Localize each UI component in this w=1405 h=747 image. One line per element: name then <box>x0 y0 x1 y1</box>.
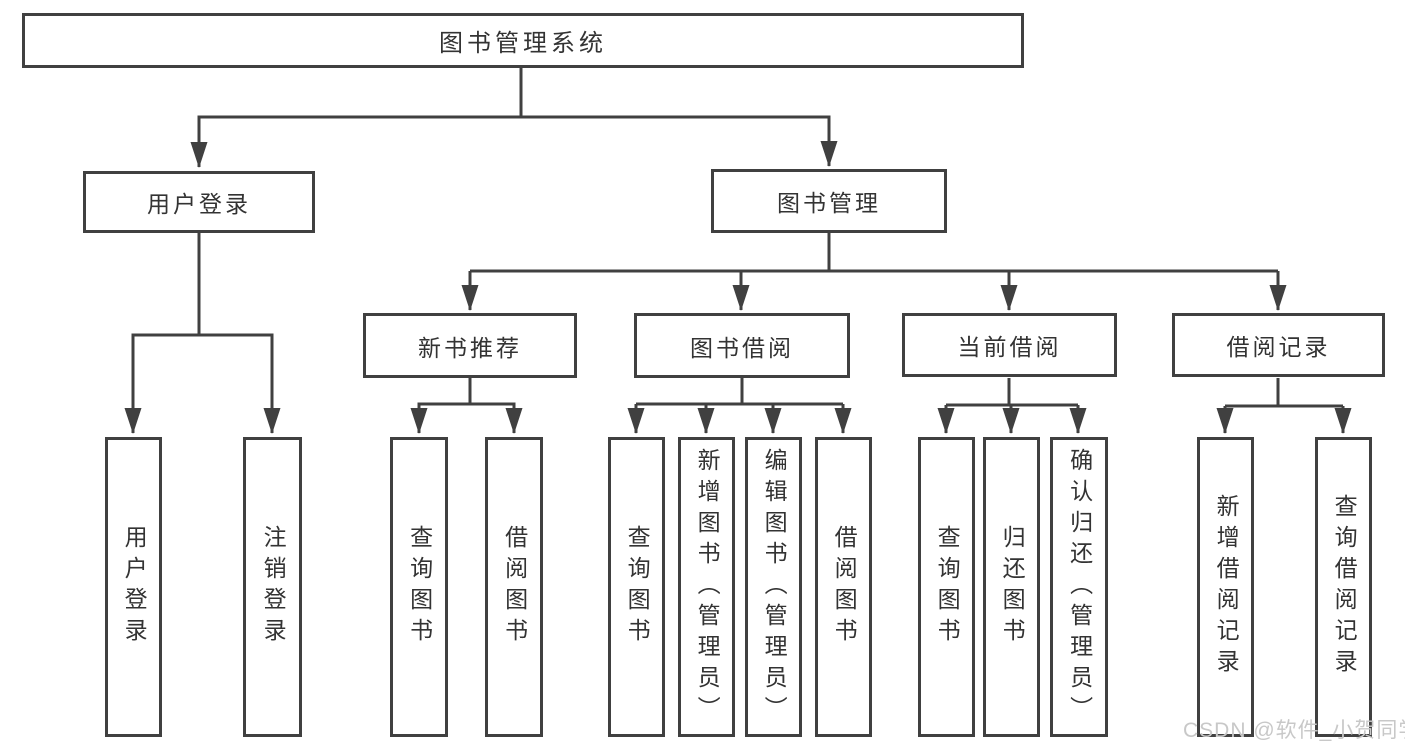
node-label: 查询图书 <box>624 525 651 649</box>
node-borrowing-records: 借阅记录 <box>1172 313 1385 377</box>
leaf-query-books-recommend: 查询图书 <box>390 437 448 737</box>
leaf-confirm-return-admin: 确认归还（管理员） <box>1050 437 1108 737</box>
node-book-borrowing: 图书借阅 <box>634 313 850 378</box>
node-label: 归还图书 <box>999 525 1026 649</box>
leaf-edit-books-admin: 编辑图书（管理员） <box>745 437 802 737</box>
leaf-borrow-books-recommend: 借阅图书 <box>485 437 543 737</box>
node-label: 新书推荐 <box>418 334 522 361</box>
leaf-query-books-current: 查询图书 <box>918 437 975 737</box>
node-label: 图书管理 <box>777 190 881 216</box>
node-book-management: 图书管理 <box>711 169 947 233</box>
node-label: 借阅图书 <box>501 525 528 649</box>
node-new-book-recommend: 新书推荐 <box>363 313 577 378</box>
leaf-user-login: 用户登录 <box>105 437 162 737</box>
node-label: 注销登录 <box>260 525 287 649</box>
node-label: 用户登录 <box>147 191 251 217</box>
node-label: 用户登录 <box>121 525 148 649</box>
leaf-return-books: 归还图书 <box>983 437 1040 737</box>
node-label: 编辑图书（管理员） <box>761 447 788 727</box>
node-label: 确认归还（管理员） <box>1066 447 1093 727</box>
node-label: 查询图书 <box>406 525 433 649</box>
leaf-query-books-borrowing: 查询图书 <box>608 437 665 737</box>
node-library-management-system: 图书管理系统 <box>22 13 1024 68</box>
node-label: 新增借阅记录 <box>1213 494 1240 680</box>
watermark: CSDN @软件_小贺同学 <box>1183 719 1405 742</box>
node-label: 图书借阅 <box>690 334 794 361</box>
node-label: 借阅记录 <box>1226 334 1331 360</box>
node-label: 新增图书（管理员） <box>694 447 721 727</box>
node-label: 查询借阅记录 <box>1331 494 1358 680</box>
leaf-add-books-admin: 新增图书（管理员） <box>678 437 735 737</box>
leaf-borrow-books: 借阅图书 <box>815 437 872 737</box>
node-label: 借阅图书 <box>831 525 858 649</box>
node-label: 查询图书 <box>934 525 961 649</box>
node-label: 图书管理系统 <box>439 30 607 57</box>
node-current-borrowing: 当前借阅 <box>902 313 1117 377</box>
node-label: 当前借阅 <box>957 334 1062 360</box>
leaf-add-borrow-record: 新增借阅记录 <box>1197 437 1254 737</box>
leaf-query-borrow-record: 查询借阅记录 <box>1315 437 1372 737</box>
leaf-logout: 注销登录 <box>243 437 302 737</box>
node-user-login: 用户登录 <box>83 171 315 233</box>
